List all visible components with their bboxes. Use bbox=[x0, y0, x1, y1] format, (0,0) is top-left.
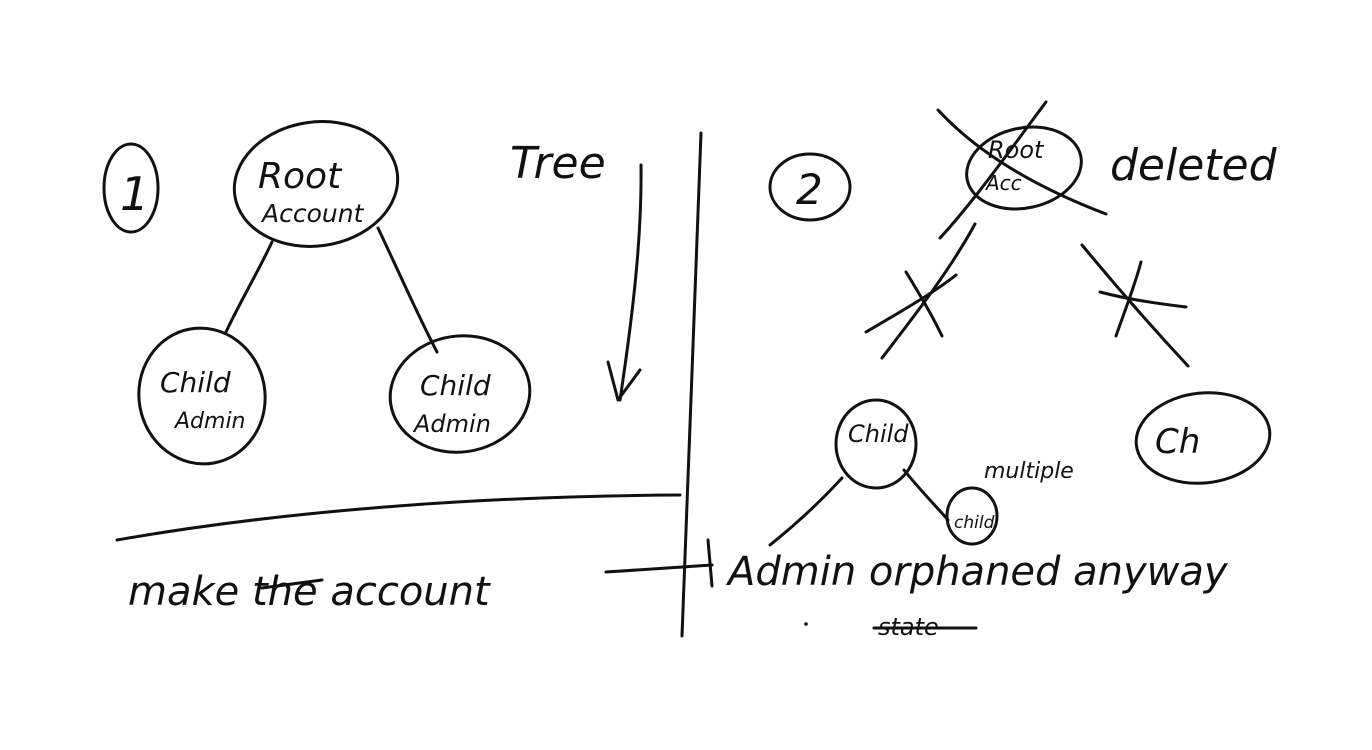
deleted-label: deleted bbox=[1110, 140, 1278, 191]
root-account-node bbox=[232, 120, 400, 248]
tree-label: Tree bbox=[510, 138, 606, 189]
step-1-circle bbox=[102, 142, 160, 234]
child-admin-right-line2: Admin bbox=[412, 410, 491, 438]
deleted-edge-right-x1 bbox=[1098, 290, 1188, 309]
edge-root-right-child bbox=[376, 226, 439, 354]
deleted-root-node bbox=[965, 125, 1083, 211]
deleted-edge-left bbox=[880, 222, 977, 360]
orphan-child-node bbox=[834, 398, 918, 490]
arrow-shaft bbox=[618, 163, 643, 402]
vertical-divider bbox=[680, 131, 703, 638]
deleted-root-line2: Acc bbox=[984, 171, 1022, 195]
ink-dot bbox=[804, 622, 808, 626]
caption-strikethrough bbox=[260, 578, 324, 590]
child-admin-left-line1: Child bbox=[160, 366, 231, 399]
right-child-label: Ch bbox=[1155, 422, 1200, 462]
right-child-node bbox=[1134, 391, 1272, 485]
caption-arrow-shaft bbox=[604, 563, 714, 574]
horizontal-divider bbox=[115, 493, 682, 542]
child-admin-node-right bbox=[388, 334, 532, 454]
deleted-edge-right-x2 bbox=[1114, 260, 1143, 338]
deleted-cross-a bbox=[936, 108, 1108, 216]
child-admin-right-line1: Child bbox=[420, 369, 491, 402]
root-account-line2: Account bbox=[260, 199, 365, 228]
child-admin-left-line2: Admin bbox=[173, 409, 246, 434]
grandchild-node bbox=[945, 486, 999, 546]
caption-arrow-head bbox=[706, 538, 714, 588]
deleted-cross-b bbox=[938, 100, 1048, 240]
right-caption: Admin orphaned anyway bbox=[725, 549, 1229, 595]
edge-root-left-child bbox=[224, 240, 274, 334]
root-account-line1: Root bbox=[258, 156, 343, 197]
orphan-edge-left bbox=[768, 476, 844, 547]
left-caption: make the account bbox=[128, 569, 491, 615]
step-2-number: 2 bbox=[796, 165, 823, 214]
deleted-edge-left-x2 bbox=[904, 270, 944, 338]
multiple-note: multiple bbox=[984, 459, 1074, 484]
arrow-head bbox=[606, 360, 642, 402]
orphan-edge-right bbox=[902, 468, 950, 522]
child-admin-node-left bbox=[137, 326, 267, 466]
deleted-edge-right bbox=[1080, 243, 1190, 368]
deleted-edge-left-x1 bbox=[864, 273, 958, 334]
step-2-circle bbox=[768, 152, 852, 222]
step-1-number: 1 bbox=[120, 167, 149, 221]
grandchild-label: child bbox=[954, 513, 995, 533]
orphan-child-label: Child bbox=[848, 420, 909, 448]
